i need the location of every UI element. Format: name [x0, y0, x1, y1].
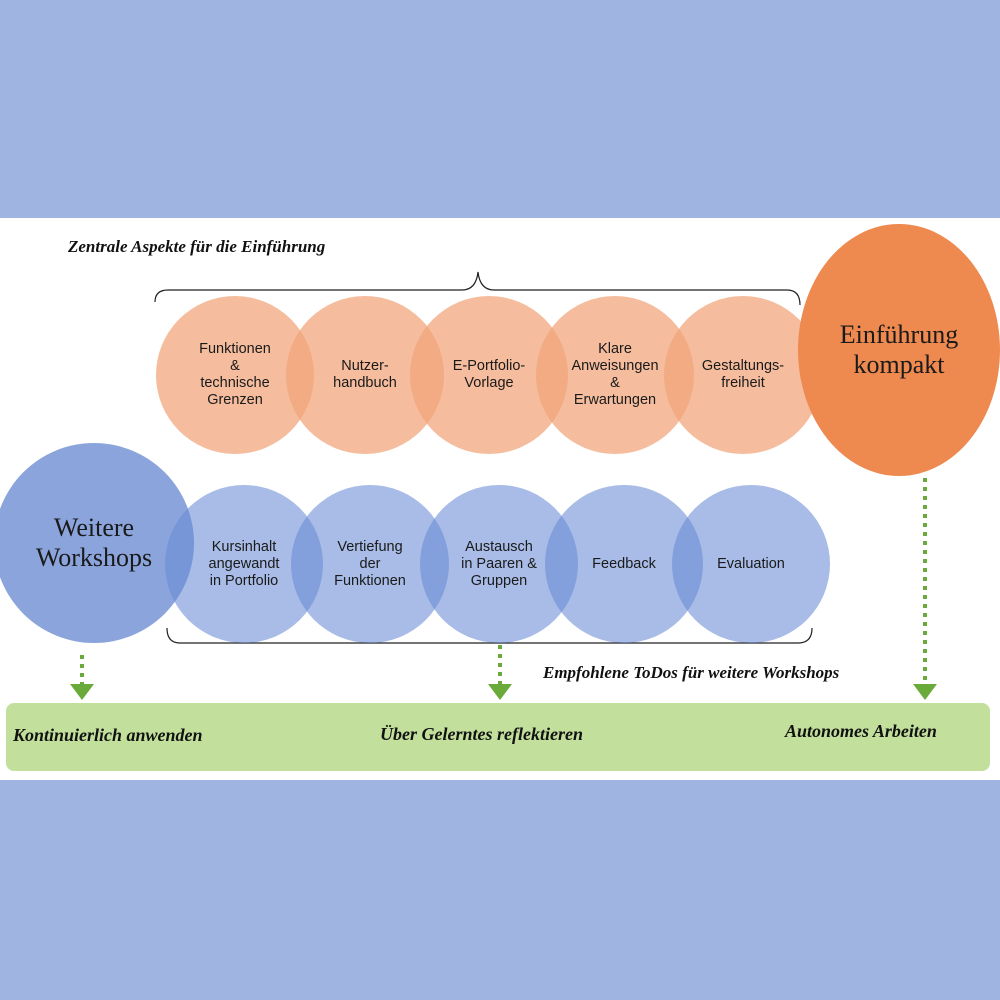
- node-further-workshops: Weitere Workshops: [0, 443, 194, 643]
- outcome-autonomous-work: Autonomes Arbeiten: [785, 721, 937, 741]
- todo-label: Austausch in Paaren & Gruppen: [461, 538, 537, 589]
- outcome-reflect: Über Gelerntes reflektieren: [380, 724, 583, 744]
- aspect-label: Gestaltungs- freiheit: [701, 358, 785, 391]
- aspect-label: Funktionen & technische Grenzen: [199, 341, 271, 408]
- arrow-head-todos: [488, 684, 512, 700]
- aspect-label: E-Portfolio- Vorlage: [452, 358, 526, 391]
- aspect-freedom: Gestaltungs- freiheit: [664, 296, 822, 454]
- outcome-apply-continuously: Kontinuierlich anwenden: [13, 725, 203, 745]
- todo-label: Evaluation: [717, 555, 785, 572]
- todo-evaluation: Evaluation: [672, 485, 830, 643]
- todo-label: Vertiefung der Funktionen: [334, 538, 406, 589]
- node-label: Einführung kompakt: [839, 320, 959, 379]
- todo-label: Kursinhalt angewandt in Portfolio: [208, 538, 280, 589]
- node-label: Weitere Workshops: [35, 513, 153, 572]
- heading-intro-aspects: Zentrale Aspekte für die Einführung: [68, 237, 326, 256]
- top-brace: [154, 271, 801, 306]
- aspect-label: Nutzer- handbuch: [333, 358, 397, 391]
- aspect-label: Klare Anweisungen & Erwartungen: [571, 341, 659, 408]
- bottom-brace: [166, 627, 813, 644]
- todo-label: Feedback: [592, 555, 656, 572]
- arrow-head-intro: [913, 684, 937, 700]
- arrow-head-workshops: [70, 684, 94, 700]
- outcome-bar: [6, 703, 990, 771]
- heading-workshop-todos: Empfohlene ToDos für weitere Workshops: [543, 663, 840, 682]
- node-intro-compact: Einführung kompakt: [798, 224, 1000, 476]
